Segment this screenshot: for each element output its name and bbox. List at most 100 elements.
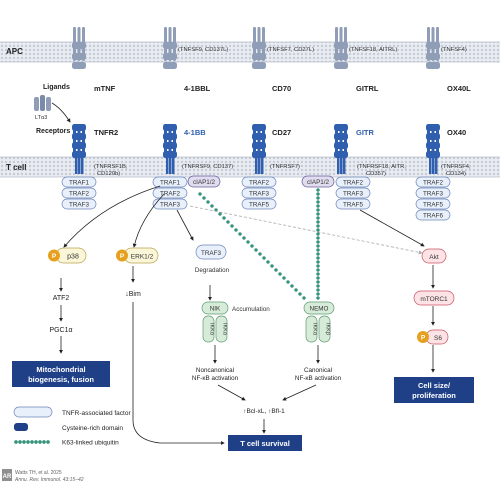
bb-traf-stack: TRAF1 TRAF2 TRAF3 cIAP1/2 (152, 175, 221, 210)
traf-label: TRAF5 (249, 202, 269, 209)
tnfr2-traf-stack: TRAF1 TRAF2 TRAF3 (61, 176, 97, 210)
lta3-arrow (51, 102, 71, 123)
traf-label: TRAF3 (69, 202, 89, 209)
traf-label: TRAF5 (343, 202, 363, 209)
cellsize-label-2: proliferation (412, 391, 456, 400)
legend-ubiquitin-label: K63-linked ubiquitin (62, 440, 119, 447)
traf-label: TRAF2 (343, 180, 363, 187)
cellsize-label-1: Cell size/ (418, 381, 451, 390)
cd70-label: CD70 (272, 84, 291, 93)
traf-label: TRAF2 (423, 180, 443, 187)
ox40l-label: OX40L (447, 84, 471, 93)
legend-factor-swatch (13, 406, 53, 418)
ox40-label: OX40 (447, 128, 466, 137)
traf-label: TRAF6 (423, 213, 443, 220)
tnfr2-alias-2: CD120b) (97, 171, 120, 177)
traf-label: TRAF2 (69, 191, 89, 198)
nik-complex: NIK IKKα IKKα (201, 301, 229, 343)
ikkb-label: IKKβ (325, 323, 331, 335)
cd70-alias: (TNFSF7, CD27L) (267, 47, 314, 53)
akt-node: Akt (421, 248, 447, 264)
ligands-label: Ligands (43, 84, 70, 91)
cd70-ligand (252, 27, 266, 69)
pgc-label: PGC1α (49, 327, 72, 334)
receptors-label: Receptors (36, 128, 70, 135)
ikka-label: IKKα (209, 323, 215, 336)
mito-label-1: Mitochondrial (36, 365, 85, 374)
canonical-label-2: NF-κB activation (295, 375, 342, 382)
bbl-alias: (TNFSF9, CD137L) (178, 47, 228, 53)
legend-ubiquitin-swatch (14, 440, 50, 444)
s6-node: P S6 (417, 329, 449, 345)
traf-label: TRAF3 (160, 202, 180, 209)
legend: TNFR-associated factor Cysteine-rich dom… (13, 406, 131, 447)
traf-label: TRAF1 (160, 180, 180, 187)
gitr-alias-2: CD357) (366, 171, 386, 177)
noncanonical-label-1: Noncanonical (196, 367, 234, 374)
s6-label: S6 (434, 335, 442, 342)
traf-label: TRAF5 (423, 202, 443, 209)
bim-label: ↓Bim (125, 291, 141, 298)
pathway-arrows (59, 185, 435, 445)
apc-label: APC (6, 47, 23, 56)
bcl-label: ↑Bcl-xL, ↑Bfl-1 (243, 408, 285, 415)
cd27-alias: (TNFRSF7) (270, 164, 300, 170)
ciap-label: cIAP1/2 (307, 179, 330, 186)
citation-line-1: Watts TH, et al. 2025 (15, 470, 62, 476)
annual-reviews-logo (2, 469, 12, 481)
mtnf-ligand (72, 27, 86, 69)
tnfr2-label: TNFR2 (94, 128, 118, 137)
noncanonical-label-2: NF-κB activation (192, 375, 239, 382)
canonical-label-1: Canonical (304, 367, 332, 374)
traf3-deg-label: TRAF3 (201, 250, 221, 257)
logo-text: AR (3, 474, 12, 480)
ox40-traf-stack: TRAF2 TRAF3 TRAF5 TRAF6 (415, 176, 451, 221)
bbl-label: 4-1BBL (184, 84, 211, 93)
traf-label: TRAF2 (249, 180, 269, 187)
phospho-badge: P (52, 253, 57, 260)
gitrl-label: GITRL (356, 84, 379, 93)
ubiquitin-chain-bb (198, 192, 306, 300)
ikka-label: IKKα (222, 323, 228, 336)
receptor-tails (75, 158, 438, 174)
citation-line-2: Annu. Rev. Immunol. 43:15–42 (14, 477, 84, 483)
nemo-complex: NEMO IKKα IKKβ (303, 301, 335, 343)
mito-label-2: biogenesis, fusion (28, 375, 94, 384)
bb-receptor (163, 124, 177, 158)
accumulation-label: Accumulation (232, 306, 270, 313)
ox40-alias-1: (TNFRSF4, (441, 164, 471, 170)
ciap-label: cIAP1/2 (193, 179, 216, 186)
legend-crd-label: Cysteine-rich domain (62, 425, 123, 432)
survival-label: T cell survival (240, 439, 290, 448)
gitr-traf-stack: cIAP1/2 TRAF2 TRAF3 TRAF5 (301, 175, 371, 210)
mito-outcome: Mitochondrial biogenesis, fusion (12, 361, 110, 387)
gitr-label: GITR (356, 128, 374, 137)
tnfr2-receptor (72, 124, 86, 158)
lta3-label: LTα3 (35, 115, 47, 121)
atf2-label: ATF2 (53, 295, 70, 302)
bb-label: 4-1BB (184, 128, 206, 137)
dashed-akt-arrow (189, 205, 423, 255)
legend-crd-swatch (14, 423, 28, 431)
traf-label: TRAF3 (343, 191, 363, 198)
mtorc1-label: mTORC1 (420, 296, 448, 303)
traf-label: TRAF2 (160, 191, 180, 198)
cd27-traf-stack: TRAF2 TRAF3 TRAF5 (241, 176, 277, 210)
bbl-ligand (163, 27, 177, 69)
ox40-receptor (426, 124, 440, 158)
gitr-alias-1: (TNFRSF18, AITR, (357, 164, 406, 170)
nik-label: NIK (210, 306, 221, 313)
phospho-badge: P (421, 335, 426, 342)
ikka-label: IKKα (312, 323, 318, 336)
ox40-alias-2: CD134) (446, 171, 466, 177)
erk-label: ERK1/2 (131, 254, 154, 261)
nemo-label: NEMO (310, 306, 329, 313)
bb-alias: (TNFRSF9, CD137) (182, 164, 233, 170)
mtnf-label: mTNF (94, 84, 116, 93)
akt-label: Akt (429, 254, 439, 261)
erk-node: P ERK1/2 (116, 247, 159, 264)
ox40l-alias: (TNFSF4) (441, 47, 467, 53)
mtorc1-node: mTORC1 (413, 290, 455, 306)
ox40l-ligand (426, 27, 440, 69)
